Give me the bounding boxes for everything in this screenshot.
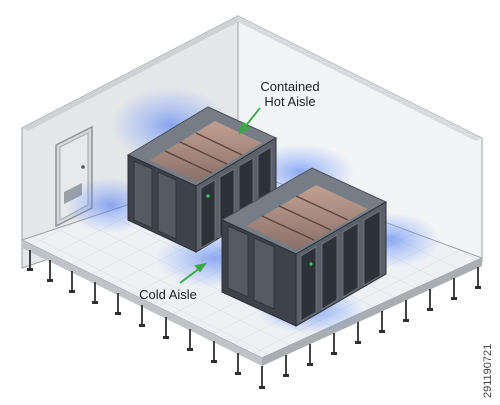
cold-aisle-label: Cold Aisle [139,287,197,302]
left-wall-top-edge [22,16,238,131]
cold-aisle-arrow [179,262,208,284]
hot-aisle-label-line2: Hot Aisle [264,94,316,109]
floor-pedestals [29,250,479,388]
pod1-status-leds [206,194,210,198]
floor-front-right-edge [262,258,482,366]
hot-aisle-arrow [238,107,261,135]
pod2-hot-aisle-containment [246,185,368,250]
rack-pod-2 [220,167,388,327]
pod2-front-face [295,201,387,327]
pod1-hot-aisle-containment [150,121,262,182]
rack-pod-1 [126,106,278,253]
stock-id-text: 291190721 [482,344,494,398]
pod2-side-doors [227,225,275,310]
right-wall-top-edge [238,16,482,141]
floor-front-left-edge [22,240,262,366]
door-handle [81,165,85,169]
pod2-status-leds [309,262,313,266]
pod1-side-doors [133,160,177,240]
pod2-rack-doors [300,210,381,322]
hot-aisle-label-line1: Contained [260,79,320,94]
contained-hot-aisle-label: Contained Hot Aisle [248,79,332,109]
